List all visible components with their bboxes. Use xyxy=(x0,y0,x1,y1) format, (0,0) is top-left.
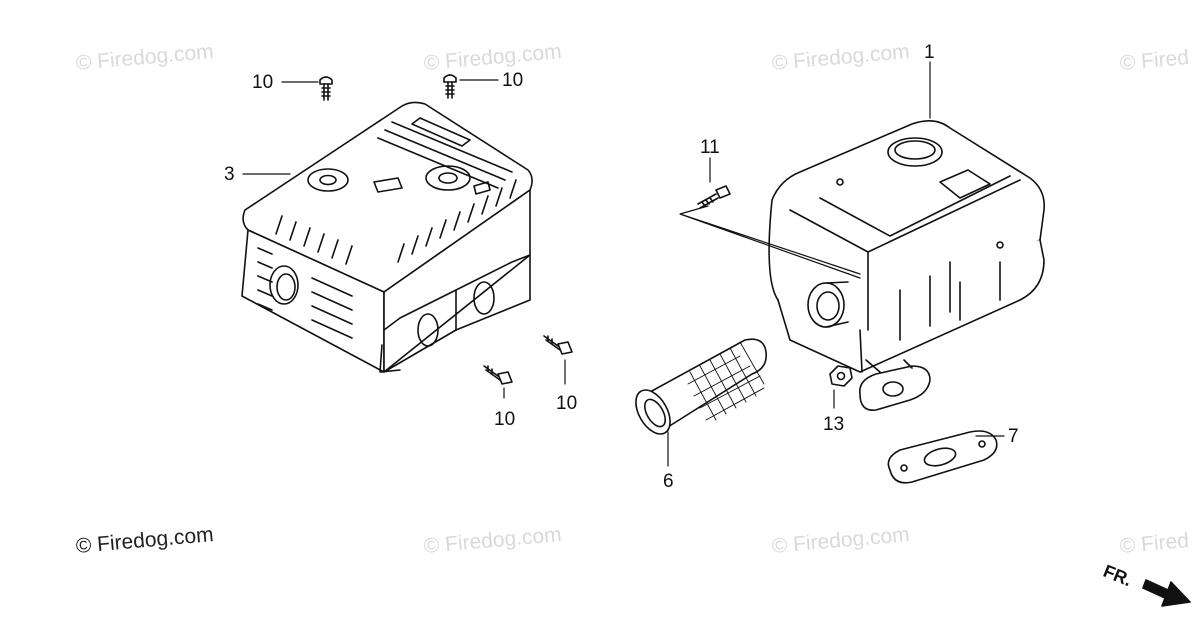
part-10-screw-d xyxy=(543,335,573,355)
part-13-nut xyxy=(829,365,853,387)
part-3-muffler-protector xyxy=(241,101,533,373)
part-10-screw-a xyxy=(319,76,333,101)
callout-part-6: 6 xyxy=(663,471,674,492)
part-10-screw-b xyxy=(443,74,457,99)
callout-part-3: 3 xyxy=(224,164,235,185)
callout-part-13: 13 xyxy=(823,414,845,435)
part-10-screw-c xyxy=(483,365,513,385)
callout-part-11: 11 xyxy=(700,137,720,158)
callout-part-7: 7 xyxy=(1008,426,1019,447)
callout-part-10: 10 xyxy=(502,70,524,91)
callout-part-10: 10 xyxy=(252,72,274,93)
fr-arrow-icon xyxy=(1142,579,1191,607)
callout-part-10: 10 xyxy=(494,409,516,430)
part-1-muffler xyxy=(768,120,1046,411)
leader-lines xyxy=(242,61,1005,467)
part-6-spark-arrester xyxy=(635,338,768,435)
part-7-gasket xyxy=(887,430,998,484)
callout-part-1: 1 xyxy=(924,42,935,63)
part-11-screw xyxy=(697,185,731,209)
callout-part-10: 10 xyxy=(556,393,578,414)
